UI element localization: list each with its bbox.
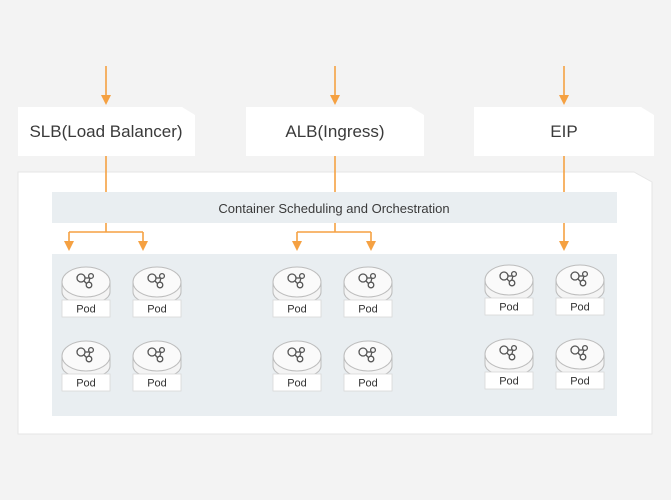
- pod-label: Pod: [570, 376, 590, 388]
- pod-cylinder-top: [272, 340, 322, 372]
- top-box-eip: EIP: [474, 107, 654, 156]
- top-box-alb: ALB(Ingress): [246, 107, 424, 156]
- share-nodes-icon: [358, 272, 377, 289]
- pod-label-box: [484, 371, 534, 390]
- share-nodes-icon: [287, 346, 306, 363]
- pod: Pod: [61, 266, 111, 318]
- pod: Pod: [555, 338, 605, 390]
- share-nodes-icon: [358, 346, 377, 363]
- pod-cylinder-top: [484, 264, 534, 296]
- pod-label: Pod: [570, 302, 590, 314]
- pod-label-box: [484, 297, 534, 316]
- pod-cylinder-top: [272, 266, 322, 298]
- pod-label-box: [272, 373, 322, 392]
- pod-label: Pod: [358, 378, 378, 390]
- pod-cylinder-top: [484, 338, 534, 370]
- pod-label: Pod: [358, 304, 378, 316]
- top-box-slb-label: SLB(Load Balancer): [29, 122, 182, 141]
- pod: Pod: [272, 340, 322, 392]
- pod: Pod: [343, 340, 393, 392]
- share-nodes-icon: [499, 270, 518, 287]
- pod-label: Pod: [147, 304, 167, 316]
- pod-label: Pod: [76, 304, 96, 316]
- pod-label-box: [555, 297, 605, 316]
- share-nodes-icon: [570, 270, 589, 287]
- pod-cylinder-top: [132, 340, 182, 372]
- pod: Pod: [484, 264, 534, 316]
- pod-label: Pod: [287, 304, 307, 316]
- share-nodes-icon: [76, 346, 95, 363]
- pod-cylinder-top: [61, 266, 111, 298]
- scheduler-band: [52, 192, 617, 223]
- pod: Pod: [132, 340, 182, 392]
- pod-label-box: [343, 299, 393, 318]
- scheduler-label: Container Scheduling and Orchestration: [218, 201, 449, 216]
- pod-label-box: [132, 373, 182, 392]
- pod-label: Pod: [147, 378, 167, 390]
- pod-label: Pod: [499, 302, 519, 314]
- pod-cylinder-top: [343, 340, 393, 372]
- pod-cylinder-top: [555, 338, 605, 370]
- pod-label-box: [272, 299, 322, 318]
- share-nodes-icon: [147, 272, 166, 289]
- pod-cylinder-top: [555, 264, 605, 296]
- pod: Pod: [272, 266, 322, 318]
- pod-label-box: [61, 299, 111, 318]
- pod-label-box: [555, 371, 605, 390]
- share-nodes-icon: [570, 344, 589, 361]
- share-nodes-icon: [287, 272, 306, 289]
- pod-label-box: [343, 373, 393, 392]
- connectors: [64, 156, 569, 251]
- pod-label-box: [132, 299, 182, 318]
- share-nodes-icon: [147, 346, 166, 363]
- pod: Pod: [484, 338, 534, 390]
- pod: Pod: [61, 340, 111, 392]
- pod: Pod: [343, 266, 393, 318]
- pod-label: Pod: [76, 378, 96, 390]
- pod-label: Pod: [287, 378, 307, 390]
- pod-cylinder-top: [343, 266, 393, 298]
- pod-cylinder-top: [132, 266, 182, 298]
- pod-label-box: [61, 373, 111, 392]
- top-box-eip-label: EIP: [550, 122, 577, 141]
- share-nodes-icon: [499, 344, 518, 361]
- pod-label: Pod: [499, 376, 519, 388]
- pod: Pod: [555, 264, 605, 316]
- incoming-arrows: [101, 66, 569, 105]
- pod: Pod: [132, 266, 182, 318]
- top-box-alb-label: ALB(Ingress): [285, 122, 384, 141]
- top-box-slb: SLB(Load Balancer): [18, 107, 195, 156]
- share-nodes-icon: [76, 272, 95, 289]
- pod-cylinder-top: [61, 340, 111, 372]
